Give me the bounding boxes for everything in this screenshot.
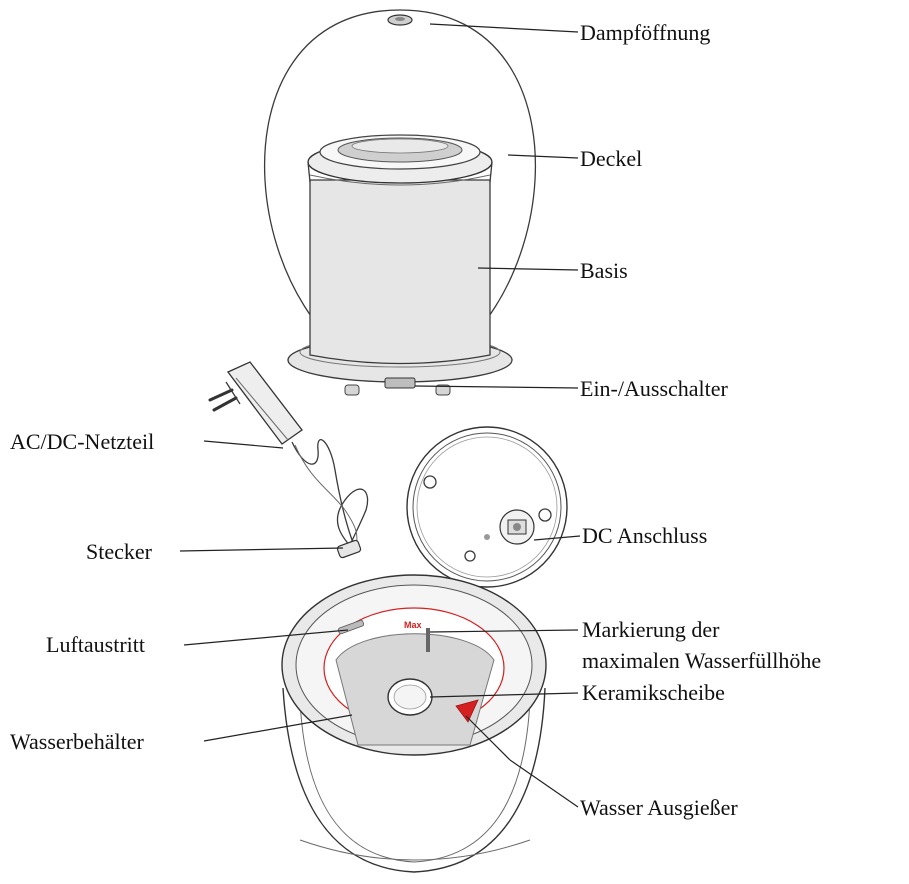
label-dc-port: DC Anschluss [582,523,707,548]
water-tank-assembly: Max [281,574,547,873]
labels: Dampföffnung Deckel Basis Ein-/Ausschalt… [10,20,821,820]
adapter-cable [291,438,369,555]
lid-and-base-assembly [263,9,537,396]
label-water-spout: Wasser Ausgießer [580,795,738,820]
base-foot-right [435,384,451,396]
label-base: Basis [580,258,628,283]
ac-dc-adapter-assembly [208,361,369,559]
base-cylinder [309,179,491,365]
leader-lines [179,23,581,808]
max-marker-text: Max [404,620,422,630]
label-adapter: AC/DC-Netzteil [10,429,154,454]
base-foot-left [344,384,360,396]
adapter-prongs [208,388,238,412]
label-air-outlet: Luftaustritt [46,632,145,657]
label-ceramic-disc: Keramikscheibe [582,680,725,705]
label-steam-opening: Dampföffnung [580,20,710,45]
label-lid: Deckel [580,146,642,171]
base-bottom-view [406,426,568,588]
label-power-switch: Ein-/Ausschalter [580,376,729,401]
label-water-tank: Wasserbehälter [10,729,145,754]
water-spout-marker [455,699,479,723]
adapter-body [226,361,303,445]
dc-plug [336,539,362,559]
max-marker-post [426,628,430,652]
label-plug: Stecker [86,539,153,564]
power-switch [384,377,416,389]
label-max-mark-line1: Markierung der [582,617,720,642]
label-max-mark-line2: maximalen Wasserfüllhöhe [582,648,821,673]
